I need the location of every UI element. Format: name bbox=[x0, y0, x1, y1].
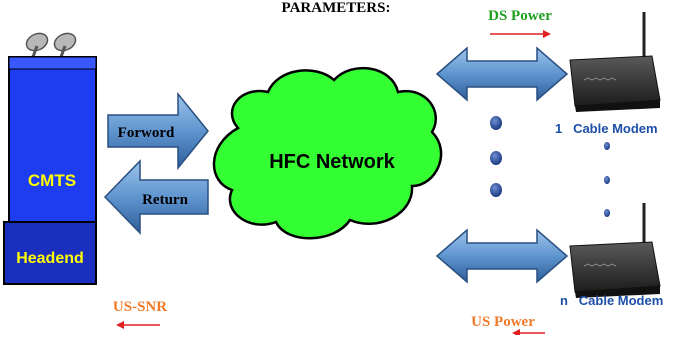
forward-label: Forword bbox=[118, 125, 175, 141]
us-snr-label: US-SNR bbox=[113, 299, 167, 315]
hfc-network-label: HFC Network bbox=[269, 151, 395, 173]
ds-power-arrow-icon bbox=[490, 30, 551, 38]
modem-ellipsis-dots bbox=[604, 142, 610, 217]
cmts-cabinet: CMTS bbox=[8, 56, 97, 224]
hfc-network-cloud: HFC Network bbox=[212, 66, 443, 240]
bottom-bidirectional-arrow bbox=[435, 228, 569, 284]
top-modem-label: 1 Cable Modem bbox=[555, 121, 658, 136]
cable-modem-icon bbox=[569, 12, 661, 112]
cmts-label: CMTS bbox=[28, 171, 76, 190]
page-title: PARAMETERS: bbox=[282, 0, 391, 16]
forward-arrow: Forword bbox=[107, 91, 209, 171]
top-bidirectional-arrow bbox=[435, 46, 569, 102]
return-label: Return bbox=[142, 192, 188, 208]
us-power-label: US Power bbox=[471, 314, 535, 330]
headend-block: Headend bbox=[3, 221, 97, 285]
return-arrow: Return bbox=[103, 159, 209, 235]
us-snr-arrow-icon bbox=[116, 321, 160, 329]
satellite-dish-icon bbox=[25, 32, 77, 58]
cable-modem-icon bbox=[569, 203, 661, 298]
ellipsis-dots bbox=[490, 116, 502, 197]
ds-power-label: DS Power bbox=[488, 8, 552, 24]
bottom-modem-label: n Cable Modem bbox=[560, 293, 663, 308]
headend-label: Headend bbox=[16, 250, 84, 267]
